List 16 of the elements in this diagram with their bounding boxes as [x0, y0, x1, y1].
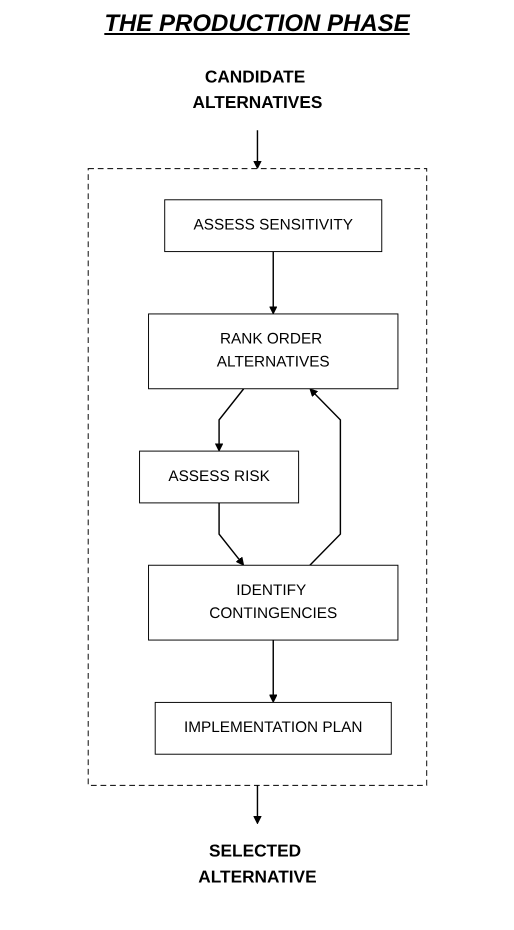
arrow	[268, 252, 277, 314]
arrow	[218, 502, 244, 566]
arrow	[268, 640, 277, 703]
arrow	[252, 785, 262, 824]
node-box: IDENTIFY CONTINGENCIES	[148, 564, 398, 641]
node-box: IMPLEMENTATION PLAN	[154, 702, 392, 755]
cluster	[87, 168, 427, 786]
node-text: CANDIDATE ALTERNATIVES	[192, 66, 322, 112]
arrow	[252, 130, 262, 169]
node-box: ASSESS RISK	[138, 450, 299, 504]
arrow	[214, 388, 244, 452]
node-box: RANK ORDER ALTERNATIVES	[148, 313, 398, 390]
node-box: ASSESS SENSITIVITY	[164, 199, 382, 252]
node-text: SELECTED ALTERNATIVE	[198, 841, 316, 886]
diagram-title: THE PRODUCTION PHASE	[103, 10, 412, 38]
arrow	[308, 388, 341, 566]
